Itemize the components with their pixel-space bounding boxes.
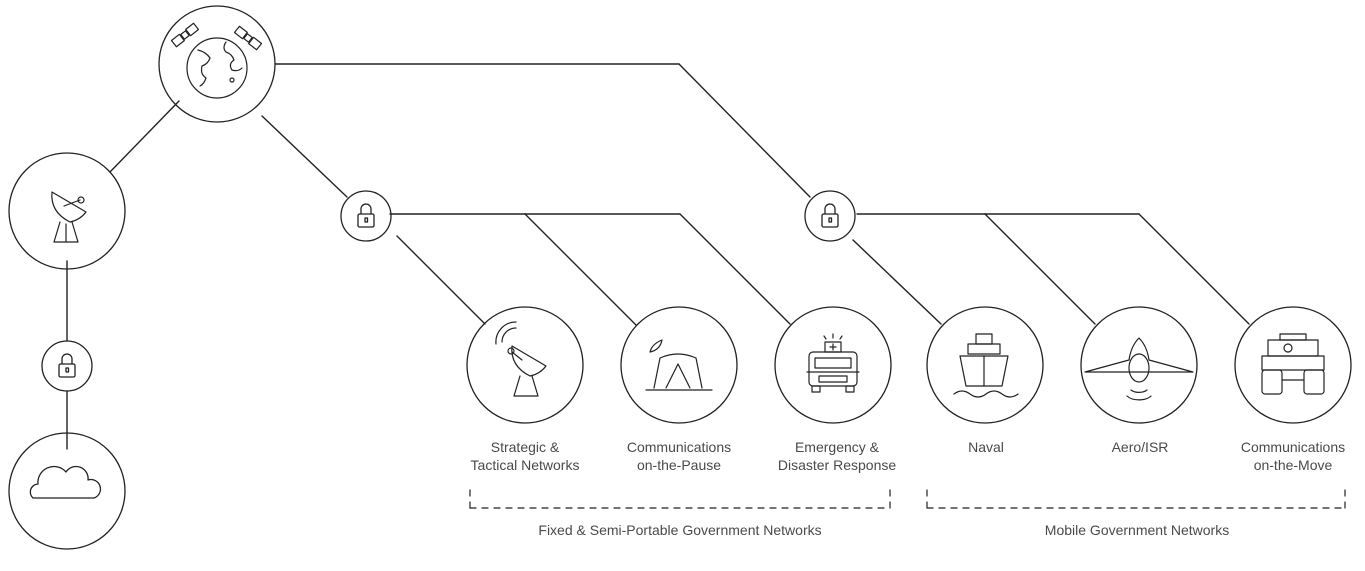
- endpoint-label-line: Strategic &: [490, 439, 560, 455]
- endpoint-label-line: Naval: [968, 439, 1004, 455]
- endpoint-label-line: Aero/ISR: [1111, 439, 1169, 455]
- endpoint-label-line: Emergency &: [794, 439, 880, 455]
- lock-icon: [821, 203, 839, 228]
- group-label-mobile: Mobile Government Networks: [1044, 522, 1230, 538]
- endpoint-label-line: Communications: [626, 439, 732, 455]
- endpoint-label-line: Tactical Networks: [470, 457, 580, 473]
- endpoint-label-line: Communications: [1240, 439, 1346, 455]
- cloud-icon: [29, 465, 102, 499]
- endpoint-label: Emergency & Disaster Response: [778, 438, 896, 474]
- endpoint-label: Strategic & Tactical Networks: [471, 438, 580, 474]
- endpoint-label: Aero/ISR: [1112, 438, 1169, 456]
- lock-icon: [58, 353, 76, 378]
- endpoint-label-line: on-the-Pause: [636, 457, 722, 473]
- endpoint-label: Communications on-the-Move: [1241, 438, 1345, 474]
- lock-node-mobile: [804, 190, 856, 242]
- connector-lines: [66, 63, 1250, 450]
- ground-station-node: [8, 152, 126, 270]
- endpoint-aero-isr: [1080, 306, 1198, 424]
- lock-node-left: [41, 340, 93, 392]
- endpoint-label: Naval: [968, 438, 1004, 456]
- group-bracket-mobile: [926, 489, 1346, 509]
- endpoint-label: Communications on-the-Pause: [627, 438, 731, 474]
- ambulance-icon: [806, 333, 860, 393]
- group-bracket-fixed: [469, 489, 891, 509]
- satellite-dish-icon: [51, 191, 87, 243]
- vehicle-icon: [1261, 333, 1325, 395]
- endpoint-emergency: [774, 306, 892, 424]
- endpoint-on-the-pause: [620, 306, 738, 424]
- tent-dish-icon: [645, 339, 713, 391]
- ship-icon: [953, 333, 1019, 398]
- endpoint-naval: [926, 306, 1044, 424]
- group-label-fixed: Fixed & Semi-Portable Government Network…: [538, 522, 822, 538]
- tactical-dish-icon: [495, 321, 547, 397]
- endpoint-label-line: Disaster Response: [777, 457, 897, 473]
- endpoint-strategic-tactical: [466, 306, 584, 424]
- lock-node-fixed: [340, 190, 392, 242]
- endpoint-label-line: on-the-Move: [1253, 457, 1333, 473]
- satellite-earth-icon: [170, 22, 263, 99]
- aircraft-icon: [1084, 337, 1194, 401]
- lock-icon: [357, 203, 375, 228]
- endpoint-on-the-move: [1234, 306, 1352, 424]
- satellite-earth-node: [158, 5, 276, 123]
- cloud-node: [8, 432, 126, 550]
